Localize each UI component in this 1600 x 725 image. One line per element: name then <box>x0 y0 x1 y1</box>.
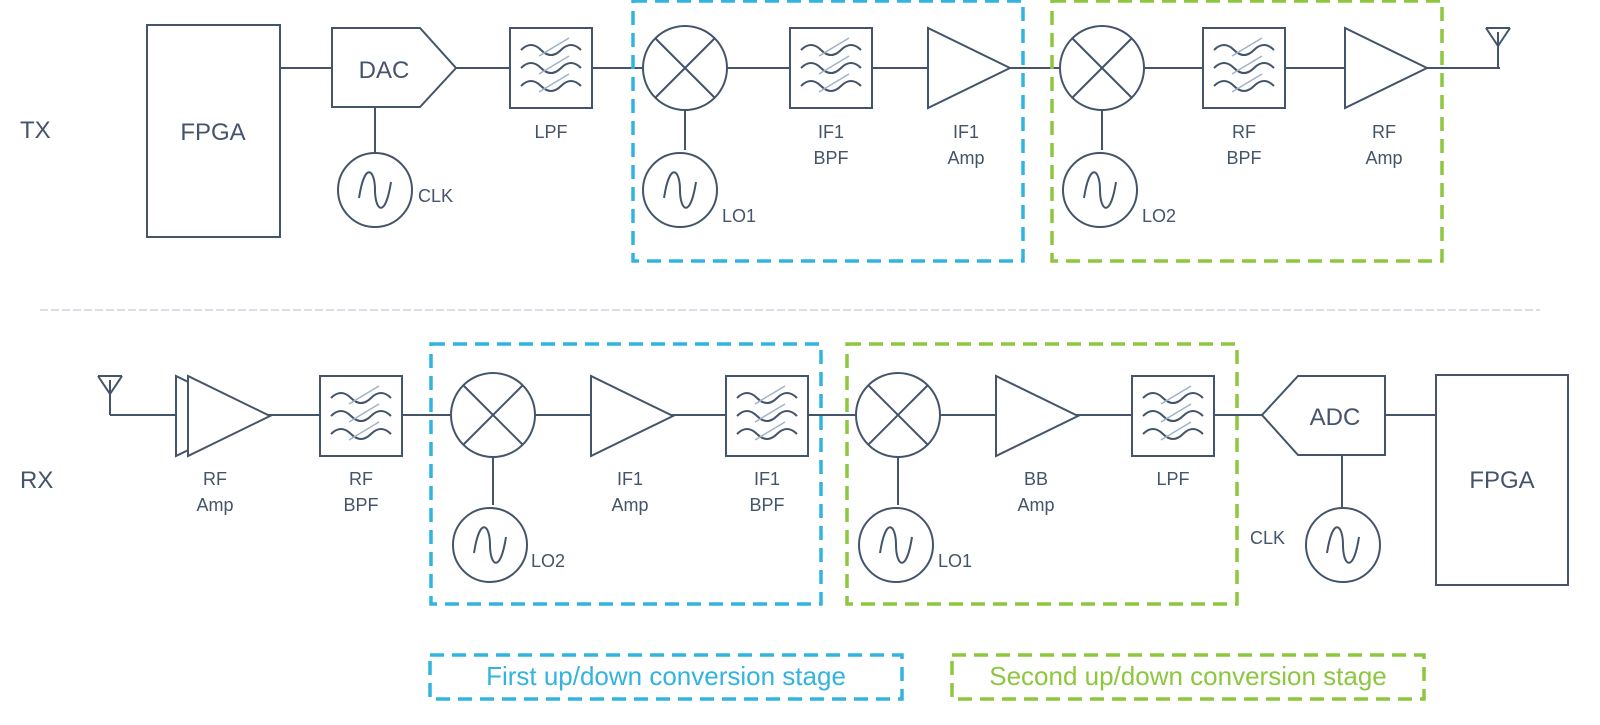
tx-clk-label: CLK <box>418 186 453 206</box>
rx-first-stage-box <box>429 342 823 606</box>
rx-rf-bpf-block <box>319 375 403 457</box>
tx-mixer-1-cross-b <box>654 37 716 99</box>
tx-fpga-block <box>146 24 281 238</box>
tx-lo1-label: LO1 <box>722 206 756 226</box>
legend-second-stage-box <box>950 653 1426 701</box>
rx-rf-bpf-label-2: BPF <box>343 495 378 515</box>
rx-mixer-1-cross-b <box>867 384 929 446</box>
rx-rf-amp-label-1: RF <box>203 469 227 489</box>
tx-if1-bpf-label-1: IF1 <box>818 122 844 142</box>
rx-if1-bpf-block <box>725 375 809 457</box>
tx-if1-bpf-label-2: BPF <box>813 148 848 168</box>
rx-adc-block <box>1260 375 1386 456</box>
rx-fpga-label: FPGA <box>1469 467 1534 494</box>
rx-if1-amp-label-2: Amp <box>611 495 648 515</box>
tx-antenna-icon <box>1485 27 1511 68</box>
tx-rf-amp-block <box>1344 26 1430 110</box>
rx-adc-label: ADC <box>1310 404 1361 431</box>
rx-if1-amp-label-1: IF1 <box>617 469 643 489</box>
tx-row-label: TX <box>20 117 51 144</box>
tx-if1-amp-block <box>927 26 1013 110</box>
tx-if1-bpf-block <box>789 27 873 109</box>
tx-fpga-label: FPGA <box>180 119 245 146</box>
legend-first-stage-box <box>428 653 904 701</box>
legend-second-stage-label: Second up/down conversion stage <box>989 661 1387 691</box>
rx-clk-label: CLK <box>1250 528 1285 548</box>
tx-dac-block <box>331 27 458 108</box>
rx-if1-bpf-label-1: IF1 <box>754 469 780 489</box>
rx-bb-amp-block <box>995 374 1081 458</box>
rx-row-label: RX <box>20 467 53 494</box>
tx-rf-bpf-label-2: BPF <box>1226 148 1261 168</box>
tx-if1-amp-label-2: Amp <box>947 148 984 168</box>
rx-rf-amp-block <box>187 374 273 458</box>
legend-first-stage-label: First up/down conversion stage <box>486 661 846 691</box>
tx-rf-amp-label-2: Amp <box>1365 148 1402 168</box>
rx-lo1-label: LO1 <box>938 551 972 571</box>
tx-if1-amp-label-1: IF1 <box>953 122 979 142</box>
rx-lpf-label: LPF <box>1156 469 1189 489</box>
tx-first-stage-box <box>631 0 1025 263</box>
tx-mixer-2-cross-b <box>1071 37 1133 99</box>
tx-lo2-label: LO2 <box>1142 206 1176 226</box>
rx-bb-amp-label-2: Amp <box>1017 495 1054 515</box>
tx-rf-bpf-label-1: RF <box>1232 122 1256 142</box>
tx-dac-label: DAC <box>359 57 410 84</box>
rx-lpf-block <box>1131 375 1215 457</box>
rx-mixer-2-cross-b <box>462 384 524 446</box>
tx-lpf-label: LPF <box>534 122 567 142</box>
rx-fpga-block <box>1435 374 1569 586</box>
tx-lpf-block <box>509 27 593 109</box>
rx-antenna-icon <box>97 375 123 415</box>
rx-lo2-label: LO2 <box>531 551 565 571</box>
tx-rf-amp-label-1: RF <box>1372 122 1396 142</box>
rx-if1-amp-block <box>590 374 676 458</box>
tx-second-stage-box <box>1050 0 1444 263</box>
rx-rf-bpf-label-1: RF <box>349 469 373 489</box>
rx-rf-amp-label-2: Amp <box>196 495 233 515</box>
rx-bb-amp-label-1: BB <box>1024 469 1048 489</box>
rx-second-stage-box <box>845 342 1239 606</box>
tx-rf-bpf-block <box>1202 27 1286 109</box>
rx-if1-bpf-label-2: BPF <box>749 495 784 515</box>
